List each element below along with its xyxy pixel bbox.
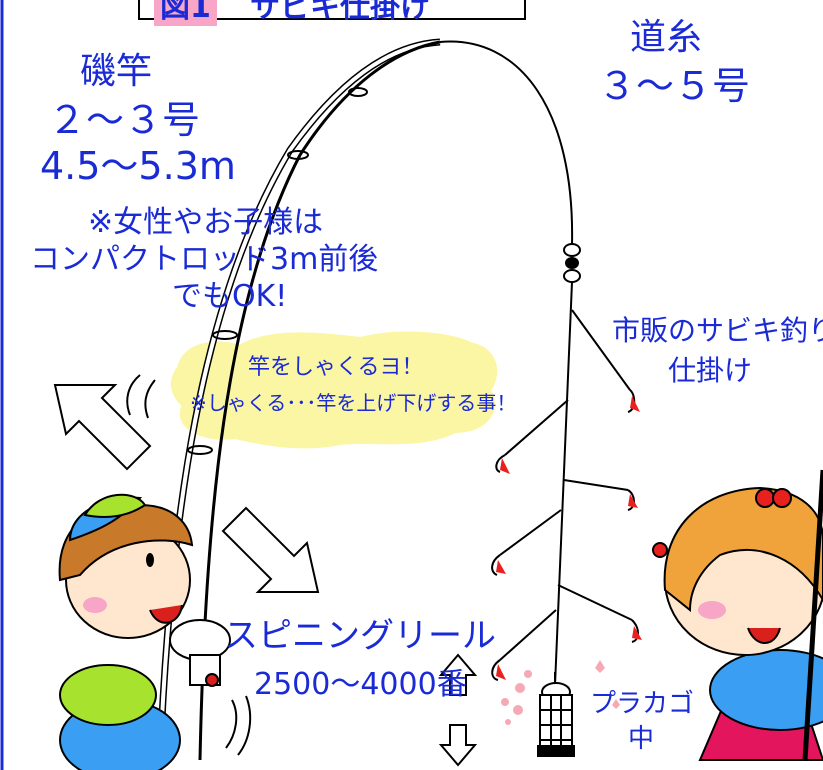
basket-label-1: プラカゴ <box>590 689 695 719</box>
boy-illustration <box>58 493 231 770</box>
rod-guides <box>187 87 368 455</box>
line-name: 道糸 <box>630 17 703 58</box>
bait-basket-icon <box>537 672 575 757</box>
rod-length: 4.5～5.3m <box>40 144 236 188</box>
callout-bubble <box>170 331 498 449</box>
rod-name: 磯竿 <box>80 51 153 92</box>
note-line-1: ※女性やお子様は <box>88 205 324 240</box>
figure-title: 図1 サビキ仕掛け <box>138 0 526 26</box>
arrow-up-icon <box>438 653 478 696</box>
callout-line-2: ※しゃくる･･･竿を上げ下げする事！ <box>190 391 517 415</box>
girl-rod <box>802 469 823 761</box>
hook-tips <box>496 396 642 680</box>
rig-label-2: 仕掛け <box>668 354 753 387</box>
figure-number: 図1 <box>154 0 217 26</box>
motion-lines <box>126 374 252 756</box>
basket-label-2: 中 <box>628 724 655 754</box>
main-line <box>439 40 574 246</box>
bait-particles <box>501 660 620 725</box>
note-line-3: でもOK! <box>172 279 288 314</box>
figure-title-text: サビキ仕掛け <box>250 0 430 25</box>
rod-size: ２～３号 <box>48 98 201 142</box>
line-size: ３～５号 <box>598 64 751 108</box>
girl-illustration <box>652 486 823 761</box>
sabiki-rig <box>499 281 633 686</box>
note-line-2: コンパクトロッド3m前後 <box>30 242 379 277</box>
rig-label-1: 市販のサビキ釣り <box>612 314 823 347</box>
reel-label-2: 2500～4000番 <box>254 667 467 702</box>
reel-label-1: スピニングリール <box>224 616 496 656</box>
swivel-icon <box>563 243 581 283</box>
arrow-down-icon <box>438 724 478 767</box>
arrow-down-right-icon <box>221 506 320 593</box>
arrow-up-left-icon <box>53 384 152 471</box>
callout-line-1: 竿をしゃくるヨ！ <box>248 355 424 380</box>
